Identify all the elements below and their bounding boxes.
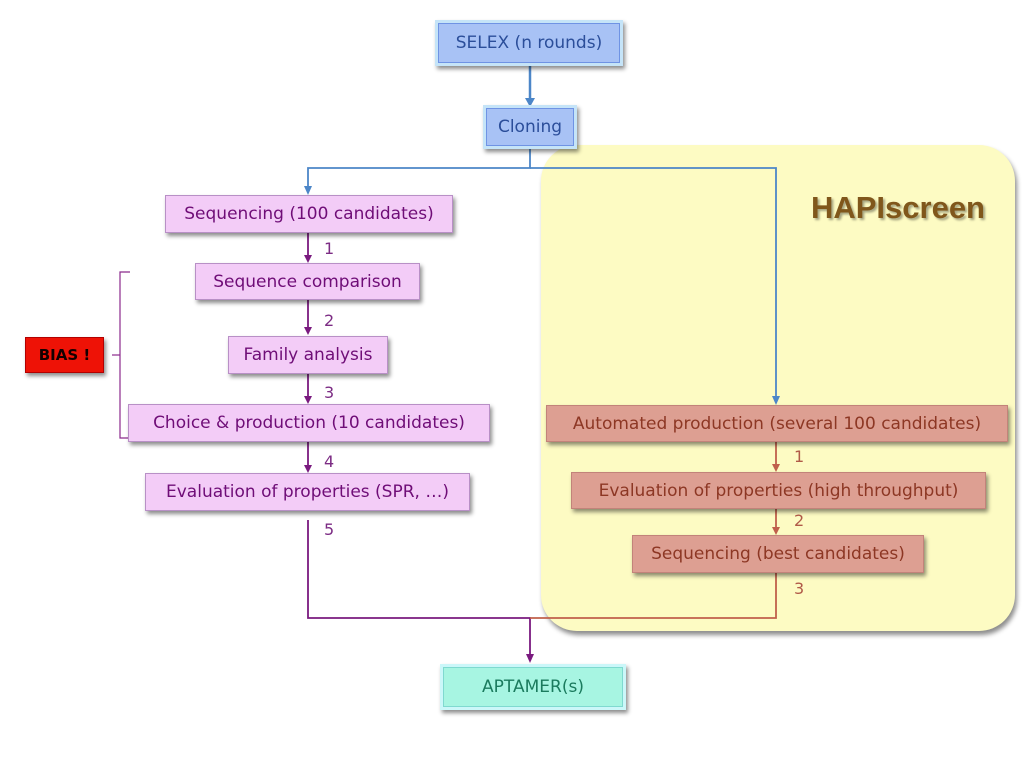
arrow-right-to-aptamer <box>530 573 777 619</box>
bias-bracket <box>112 271 130 439</box>
automated-production-box: Automated production (several 100 candid… <box>546 405 1008 442</box>
left-step-4: 4 <box>324 452 335 471</box>
sequence-comparison-box: Sequence comparison <box>195 263 420 300</box>
left-step-2: 2 <box>324 311 335 330</box>
left-step-5: 5 <box>324 520 335 539</box>
family-analysis-box: Family analysis <box>228 336 388 374</box>
right-step-2: 2 <box>794 511 805 530</box>
left-chain-arrows <box>304 233 312 473</box>
right-step-3: 3 <box>794 579 805 598</box>
arrow-cloning-split <box>304 148 780 405</box>
arrow-selex-to-cloning <box>525 66 535 107</box>
right-step-1: 1 <box>794 447 805 466</box>
left-step-1: 1 <box>324 239 335 258</box>
sequencing-best-box: Sequencing (best candidates) <box>632 535 924 573</box>
evaluation-spr-box: Evaluation of properties (SPR, …) <box>145 473 470 511</box>
evaluation-high-throughput-box: Evaluation of properties (high throughpu… <box>571 472 986 509</box>
selex-box: SELEX (n rounds) <box>435 20 623 66</box>
right-chain-arrows <box>772 442 780 535</box>
left-step-3: 3 <box>324 383 335 402</box>
arrow-left-to-aptamer <box>307 520 534 663</box>
hapiscreen-title: HAPIscreen <box>810 190 985 225</box>
choice-production-box: Choice & production (10 candidates) <box>128 404 490 442</box>
sequencing-100-box: Sequencing (100 candidates) <box>165 195 453 233</box>
aptamers-box: APTAMER(s) <box>440 664 626 710</box>
cloning-box: Cloning <box>483 105 577 149</box>
bias-box: BIAS ! <box>25 337 104 373</box>
